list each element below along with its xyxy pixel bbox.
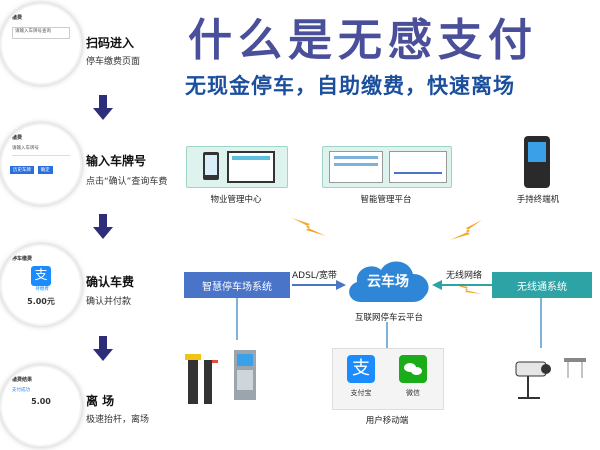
wechat-icon (399, 355, 427, 383)
phone-amount: 5.00元 (27, 297, 55, 306)
phone-line: 支付成功 (12, 388, 30, 393)
cloud-caption: 互联网停车云平台 (354, 313, 423, 323)
step-4-phone-thumbnail: 缴费结果 支付成功 5.00 (0, 365, 82, 447)
smart-platform-card (322, 146, 452, 188)
step-1-title: 扫码进入 (86, 36, 135, 50)
plate-input-preview: 请输入车牌号查询 (12, 27, 70, 39)
lightning-bolt-icon (452, 284, 482, 294)
phone-line: 待缴费 (35, 287, 49, 292)
step-1-phone-thumbnail: 缴费 请输入车牌号查询 (0, 3, 82, 85)
lightning-bolt-icon (450, 220, 482, 240)
alipay-icon: 支 (31, 266, 51, 286)
step-1-subtitle: 停车缴费页面 (86, 57, 141, 67)
arrow-to-wireless-icon (432, 280, 492, 290)
link-label-wireless: 无线网络 (446, 271, 483, 281)
step-3-subtitle: 确认并付款 (86, 297, 132, 307)
phone-title: 缴费 (12, 135, 23, 141)
cloud-icon (349, 261, 429, 302)
step-2-phone-thumbnail: 缴费 请输入车牌号 历史车牌 确定 (0, 123, 82, 205)
device-caption: 手持终端机 (516, 195, 560, 205)
wireless-system-box: 无线通系统 (492, 272, 592, 298)
phone-title: 缴费 (12, 15, 23, 21)
step-2-title: 输入车牌号 (86, 154, 147, 168)
subheadline: 无现金停车，自助缴费，快速离场 (185, 74, 515, 98)
monitor-icon (227, 151, 275, 183)
app-label: 微信 (406, 389, 420, 397)
step-3-phone-thumbnail: 停车缴费 支 待缴费 5.00元 (0, 244, 82, 326)
device-caption: 物业管理中心 (210, 195, 262, 205)
smart-parking-system-box: 智慧停车场系统 (184, 272, 290, 298)
mobile-apps-panel: 支 支付宝 微信 (332, 348, 444, 410)
headline: 什么是无感支付 (188, 15, 538, 66)
lightning-bolt-icon (292, 218, 326, 236)
alipay-icon: 支 (347, 355, 375, 383)
connector-line (540, 298, 542, 348)
connector-line (386, 322, 388, 350)
dashboard-icon (329, 151, 383, 183)
mobile-caption: 用户移动端 (365, 416, 409, 426)
phone-line: 请输入车牌号查询 (15, 29, 51, 34)
camera-sensor-icon (515, 358, 586, 399)
step-4-subtitle: 极速抬杆，离场 (86, 415, 150, 425)
app-label: 支付宝 (350, 389, 372, 397)
phone-line: 请输入车牌号 (12, 146, 39, 151)
connector-line (236, 298, 238, 340)
arrow-to-cloud-icon (292, 280, 346, 290)
cloud-label: 云车场 (367, 274, 409, 290)
phone-device-icon (203, 152, 219, 180)
handheld-terminal-icon (524, 136, 550, 188)
phone-title: 停车缴费 (12, 256, 33, 262)
phone-amount: 5.00 (31, 397, 51, 406)
step-2-subtitle: 点击“确认”查询车费 (86, 177, 168, 187)
property-center-card (186, 146, 288, 188)
phone-button: 历史车牌 (10, 166, 34, 174)
step-4-title: 离 场 (86, 394, 115, 408)
link-label-adsl: ADSL/宽带 (292, 271, 337, 281)
step-3-title: 确认车费 (86, 275, 135, 289)
barrier-gate-icon (185, 350, 256, 404)
phone-button: 确定 (37, 166, 53, 174)
device-caption: 智能管理平台 (360, 195, 412, 205)
phone-title: 缴费结果 (12, 377, 33, 383)
chart-panel-icon (389, 151, 447, 183)
